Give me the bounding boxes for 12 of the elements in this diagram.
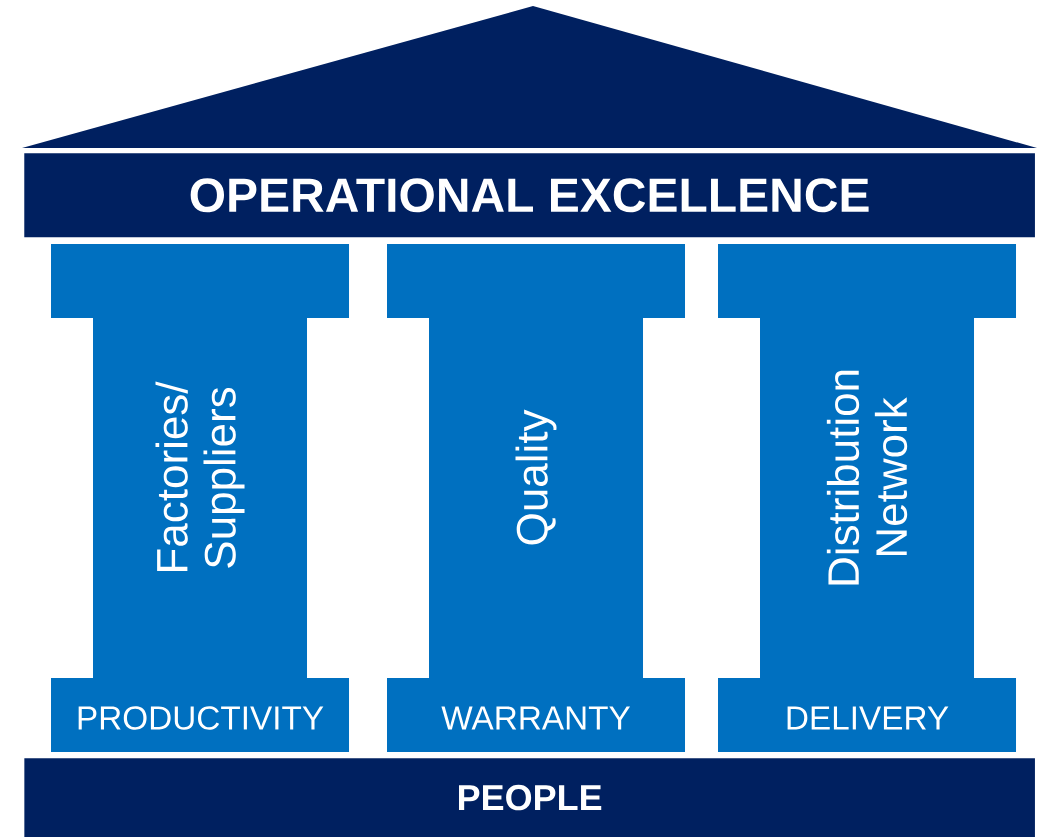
pillar-base-label: PRODUCTIVITY xyxy=(78,706,324,730)
pillar-base-label: DELIVERY xyxy=(787,706,949,730)
roof-triangle xyxy=(22,6,1037,148)
pillar-title: Factories/ Suppliers xyxy=(155,381,245,571)
pillar-title: Quality xyxy=(515,409,557,545)
pillar-title: Distribution Network xyxy=(826,370,908,585)
banner: PEOPLE xyxy=(24,758,1035,837)
pillar xyxy=(387,244,685,752)
pillar xyxy=(718,244,1016,752)
banner: OPERATIONAL EXCELLENCE xyxy=(24,153,1035,238)
pillar-base-label: WARRANTY xyxy=(441,706,630,730)
pillar xyxy=(51,244,349,752)
